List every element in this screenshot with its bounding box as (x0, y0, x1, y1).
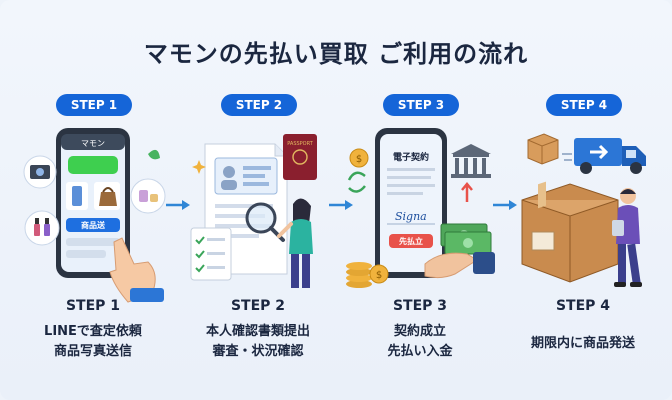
step-1-badge: STEP 1 (56, 94, 132, 116)
banknote-icon (440, 223, 492, 255)
bag-icon (99, 192, 117, 206)
step-1-line-1: LINEで査定依頼 (44, 324, 142, 339)
passport-icon: PASSPORT (283, 134, 317, 180)
arrow-right-icon (493, 200, 517, 210)
step-2-line-2: 審査・状況確認 (212, 344, 304, 359)
step-3: STEP 3 電子契約 Signa 先払立 (345, 94, 495, 384)
svg-text:$: $ (376, 270, 382, 281)
step-4-illustration (521, 133, 646, 287)
arrow-right-icon (166, 200, 190, 210)
step-3-label: STEP 3 (392, 298, 448, 314)
box-icon (521, 181, 619, 283)
step-3-description: 契約成立 先払い入金 (345, 322, 495, 362)
prepay-button (389, 234, 433, 248)
phone-icon: 電子契約 Signa 先払立 (375, 128, 447, 278)
hand-icon (109, 237, 164, 303)
step-1-line-2: 商品写真送信 (53, 344, 132, 359)
step-2-badge: STEP 2 (221, 94, 297, 116)
step-2-label: STEP 2 (230, 298, 286, 314)
step-2-line-1: 本人確認書類提出 (205, 324, 310, 339)
signature-text: Signa (395, 210, 427, 223)
step-4: STEP 4 (508, 94, 658, 384)
step-4-badge: STEP 4 (546, 94, 622, 116)
coin-icon: $ $ (346, 148, 389, 288)
step-1: STEP 1 マモン 商品送 (18, 94, 168, 384)
step-1-label: STEP 1 (65, 298, 121, 314)
step-4-line-1: 期限内に商品発送 (530, 336, 635, 351)
person-carrying-icon (612, 188, 642, 287)
page-title: マモンの先払い買取 ご利用の流れ (143, 40, 529, 68)
send-item-label: 商品送 (81, 220, 106, 230)
passport-label: PASSPORT (287, 141, 314, 147)
step-3-badge: STEP 3 (383, 94, 459, 116)
phone-header: マモン (81, 139, 105, 148)
step-3-line-1: 契約成立 (393, 324, 446, 339)
step-2: STEP 2 PASSPORT (183, 94, 333, 384)
bank-icon (451, 144, 491, 178)
arrow-right-icon (329, 200, 353, 210)
chat-bubble-icon (68, 156, 118, 174)
id-card-icon (214, 157, 278, 195)
step-4-description: 期限内に商品発送 (508, 334, 658, 354)
step-3-illustration: 電子契約 Signa 先払立 (346, 128, 495, 288)
step-3-line-2: 先払い入金 (387, 344, 453, 359)
checklist-icon (190, 227, 232, 281)
step-2-description: 本人確認書類提出 審査・状況確認 (183, 322, 333, 362)
step-4-label: STEP 4 (555, 298, 611, 314)
cosmetics-icon (130, 178, 166, 214)
truck-icon (574, 138, 646, 174)
step-1-illustration: マモン 商品送 (23, 128, 166, 303)
phone-icon: マモン 商品送 (56, 128, 130, 278)
sparkle-icon (192, 160, 206, 174)
prepay-label: 先払立 (399, 236, 423, 246)
hand-icon (424, 252, 495, 279)
step-1-description: LINEで査定依頼 商品写真送信 (18, 322, 168, 362)
exchange-icon (347, 171, 473, 202)
svg-text:$: $ (356, 154, 362, 165)
nail-polish-icon (24, 210, 60, 246)
send-item-button (66, 218, 120, 232)
leaf-icon (148, 149, 160, 160)
person-icon (277, 198, 313, 288)
camera-icon (23, 155, 57, 189)
contract-title: 電子契約 (393, 151, 429, 163)
small-box-icon (527, 133, 559, 165)
magnifier-icon (245, 202, 285, 242)
step-2-illustration: PASSPORT (190, 134, 317, 288)
